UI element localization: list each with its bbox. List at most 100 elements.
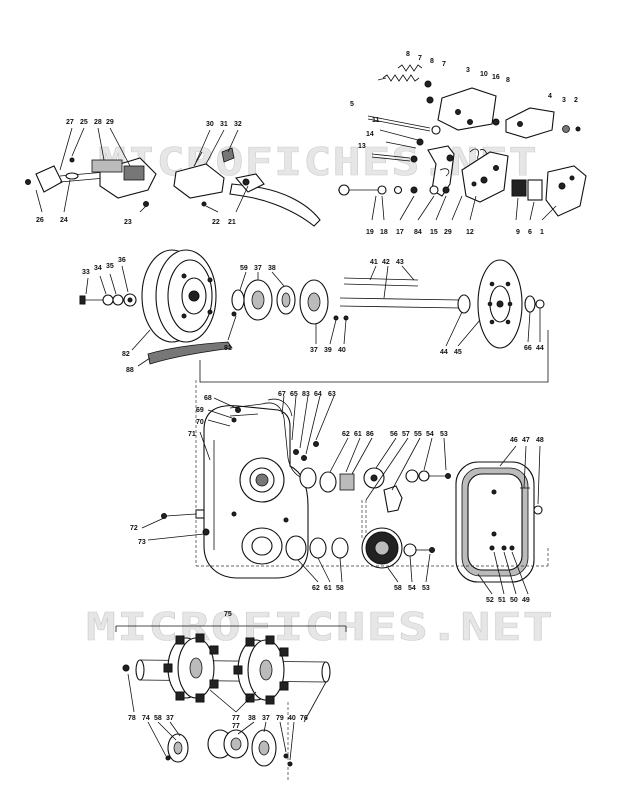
part-label: 86 — [366, 431, 374, 438]
part-label: 65 — [290, 391, 298, 398]
part-label: 58 — [394, 585, 402, 592]
part-label: 73 — [138, 539, 146, 546]
part-label: 69 — [196, 407, 204, 414]
part-label: 46 — [510, 437, 518, 444]
spring-part — [382, 74, 420, 82]
part-label: 10 — [480, 71, 488, 78]
part-label: 84 — [414, 229, 422, 236]
part-label: 29 — [106, 119, 114, 126]
part-label: 37 — [262, 715, 270, 722]
part-label: 88 — [126, 367, 134, 374]
part-label: 40 — [288, 715, 296, 722]
part-label: 2 — [574, 97, 578, 104]
watermark-top: MICROFICHES.NET — [98, 140, 538, 184]
part-label: 3 — [466, 67, 470, 74]
part-label: 9 — [516, 229, 520, 236]
part-label: 81 — [224, 345, 232, 352]
part-label: 59 — [240, 265, 248, 272]
chaincase-assembly — [141, 380, 549, 595]
part-label: 54 — [426, 431, 434, 438]
part-label: 12 — [466, 229, 474, 236]
part-label: 43 — [396, 259, 404, 266]
part-label: 41 — [370, 259, 378, 266]
part-label: 1 — [540, 229, 544, 236]
part-label: 3 — [562, 97, 566, 104]
part-label: 77 — [232, 723, 240, 730]
part-label: 47 — [522, 437, 530, 444]
part-label: 37 — [166, 715, 174, 722]
part-label: 77 — [232, 715, 240, 722]
part-label: 33 — [82, 269, 90, 276]
part-label: 37 — [310, 347, 318, 354]
part-label: 61 — [324, 585, 332, 592]
part-label: 39 — [324, 347, 332, 354]
part-label: 30 — [206, 121, 214, 128]
part-number-labels: 8 7 8 7 3 10 16 8 4 3 2 5 11 14 13 19 18… — [36, 51, 578, 730]
part-label: 53 — [440, 431, 448, 438]
part-label: 64 — [314, 391, 322, 398]
part-label: 21 — [228, 219, 236, 226]
part-label: 44 — [536, 345, 544, 352]
part-label: 29 — [444, 229, 452, 236]
part-label: 32 — [234, 121, 242, 128]
part-label: 44 — [440, 349, 448, 356]
part-label: 72 — [130, 525, 138, 532]
part-label: 4 — [548, 93, 552, 100]
part-label: 38 — [248, 715, 256, 722]
part-label: 57 — [402, 431, 410, 438]
part-label: 40 — [338, 347, 346, 354]
part-label: 36 — [118, 257, 126, 264]
drive-axle-assembly — [115, 625, 347, 780]
part-label: 17 — [396, 229, 404, 236]
part-label: 6 — [528, 229, 532, 236]
part-label: 74 — [142, 715, 150, 722]
part-label: 56 — [390, 431, 398, 438]
bracket-part — [437, 87, 497, 131]
part-label: 45 — [454, 349, 462, 356]
bracket-part — [505, 107, 555, 139]
part-label: 16 — [492, 74, 500, 81]
part-label: 53 — [422, 585, 430, 592]
part-label: 70 — [196, 419, 204, 426]
part-label: 24 — [60, 217, 68, 224]
part-label: 61 — [354, 431, 362, 438]
part-label: 35 — [106, 263, 114, 270]
part-label: 13 — [358, 143, 366, 150]
part-label: 15 — [430, 229, 438, 236]
part-label: 48 — [536, 437, 544, 444]
part-label: 68 — [204, 395, 212, 402]
part-label: 71 — [188, 431, 196, 438]
part-label: 8 — [506, 77, 510, 84]
part-label: 7 — [442, 61, 446, 68]
nut-part — [424, 80, 432, 88]
part-label: 8 — [430, 58, 434, 65]
part-label: 58 — [154, 715, 162, 722]
pulley-assembly — [79, 249, 549, 383]
part-label: 37 — [254, 265, 262, 272]
part-label: 67 — [278, 391, 286, 398]
part-label: 55 — [414, 431, 422, 438]
watermark-bottom: MICROFICHES.NET — [86, 605, 554, 649]
part-label: 49 — [522, 597, 530, 604]
part-label: 82 — [122, 351, 130, 358]
part-label: 38 — [268, 265, 276, 272]
part-label: 22 — [212, 219, 220, 226]
part-label: 28 — [94, 119, 102, 126]
part-label: 54 — [408, 585, 416, 592]
drive-sprocket-part — [233, 635, 289, 705]
part-label: 25 — [80, 119, 88, 126]
lever-assembly — [25, 127, 321, 227]
part-label: 14 — [366, 131, 374, 138]
part-label: 27 — [66, 119, 74, 126]
linkage-assembly — [338, 64, 587, 221]
part-label: 51 — [498, 597, 506, 604]
part-label: 50 — [510, 597, 518, 604]
part-label: 79 — [276, 715, 284, 722]
part-label: 31 — [220, 121, 228, 128]
part-label: 83 — [302, 391, 310, 398]
brake-lever-part — [229, 183, 321, 227]
part-label: 7 — [418, 55, 422, 62]
part-label: 58 — [336, 585, 344, 592]
part-label: 11 — [372, 117, 380, 124]
